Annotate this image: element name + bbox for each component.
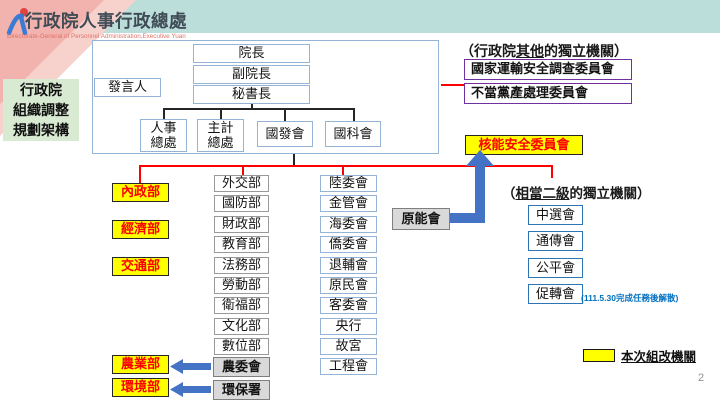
ministry-box: 教育部 xyxy=(214,236,269,253)
president-box: 院長 xyxy=(193,44,310,63)
nstc-box: 國科會 xyxy=(325,121,381,147)
ministry-box: 勞動部 xyxy=(214,277,269,294)
connector xyxy=(163,108,165,119)
ministry-box: 文化部 xyxy=(214,318,269,335)
arrow-aec-to-nsc xyxy=(450,150,494,223)
commission-box: 金管會 xyxy=(320,195,377,212)
slide-title-line1: 行政院 xyxy=(20,82,62,98)
legend-yellow-swatch xyxy=(583,349,615,362)
ministry-agriculture-box: 農業部 xyxy=(112,355,169,374)
cipas-box: 不當黨產處理委員會 xyxy=(464,83,632,104)
other-independent-heading: （行政院其他的獨立機關） xyxy=(460,41,628,61)
commission-box: 客委會 xyxy=(320,297,377,314)
app-title: 行政院人事行政總處 xyxy=(25,11,187,31)
budget-dgbas-box: 主計 總處 xyxy=(197,119,244,152)
commission-box: 僑委會 xyxy=(320,236,377,253)
heading-text: （行政院 xyxy=(460,43,516,59)
legend-label: 本次組改機關 xyxy=(621,350,697,364)
coa-box: 農委會 xyxy=(213,357,270,377)
ministry-box: 衛福部 xyxy=(214,297,269,314)
heading-text: （ xyxy=(502,186,516,201)
ministry-box: 國防部 xyxy=(214,195,269,212)
heading-text: 的獨立機關） xyxy=(569,186,651,201)
red-connector xyxy=(441,84,464,86)
spokesperson-box: 發言人 xyxy=(94,78,161,97)
epa-box: 環保署 xyxy=(213,380,270,400)
cec-box: 中選會 xyxy=(528,205,583,225)
vice-president-box: 副院長 xyxy=(193,65,310,84)
red-connector xyxy=(342,165,344,176)
slide-title-panel: 行政院 組織調整 規劃架構 xyxy=(3,79,79,141)
commission-box: 故宮 xyxy=(320,338,377,355)
arrow-coa-to-agriculture xyxy=(170,359,211,374)
commission-box: 央行 xyxy=(320,318,377,335)
slide-title-line3: 規劃架構 xyxy=(13,122,69,138)
ministry-box: 外交部 xyxy=(214,175,269,192)
secondary-independent-heading: （相當二級的獨立機關） xyxy=(502,182,651,202)
heading-underlined-text: 其他 xyxy=(516,43,544,59)
page-number: 2 xyxy=(698,372,705,384)
commission-box: 海委會 xyxy=(320,216,377,233)
red-connector xyxy=(551,165,553,178)
ministry-box: 數位部 xyxy=(214,338,269,355)
connector xyxy=(251,104,253,109)
heading-text: 的獨立機關） xyxy=(544,43,628,59)
aec-box: 原能會 xyxy=(392,208,450,230)
arrow-epa-to-environment xyxy=(170,382,211,397)
ministry-interior-box: 內政部 xyxy=(112,183,169,202)
dissolution-note: (111.5.30完成任務後解散) xyxy=(581,293,679,303)
connector xyxy=(220,108,222,119)
connector xyxy=(284,108,286,121)
slide-title-line2: 組織調整 xyxy=(13,102,69,118)
commission-box: 陸委會 xyxy=(320,175,377,192)
red-connector xyxy=(242,165,244,176)
commission-box: 原民會 xyxy=(320,277,377,294)
tjc-box: 促轉會 xyxy=(528,284,583,304)
commission-box: 退輔會 xyxy=(320,257,377,274)
ndc-box: 國發會 xyxy=(257,121,313,147)
ministry-environment-box: 環境部 xyxy=(112,378,169,397)
nuclear-safety-commission-box: 核能安全委員會 xyxy=(465,135,583,155)
ministry-transport-box: 交通部 xyxy=(112,257,169,276)
commission-box: 工程會 xyxy=(320,358,377,375)
connector xyxy=(293,154,295,166)
ministry-box: 財政部 xyxy=(214,216,269,233)
ministry-economic-box: 經濟部 xyxy=(112,220,169,239)
red-connector xyxy=(139,165,553,167)
heading-underlined-text: 相當二級 xyxy=(515,186,570,201)
ministry-box: 法務部 xyxy=(214,257,269,274)
connector xyxy=(353,108,355,121)
red-connector xyxy=(139,165,141,183)
ncc-box: 通傳會 xyxy=(528,231,583,251)
connector xyxy=(163,108,354,110)
app-subtitle: Directorate-General of Personnel Adminis… xyxy=(7,33,186,40)
secretary-general-box: 秘書長 xyxy=(193,85,310,104)
personnel-dgpa-box: 人事 總處 xyxy=(140,119,187,152)
ftc-box: 公平會 xyxy=(528,258,583,278)
ttsb-box: 國家運輸安全調查委員會 xyxy=(464,59,632,80)
